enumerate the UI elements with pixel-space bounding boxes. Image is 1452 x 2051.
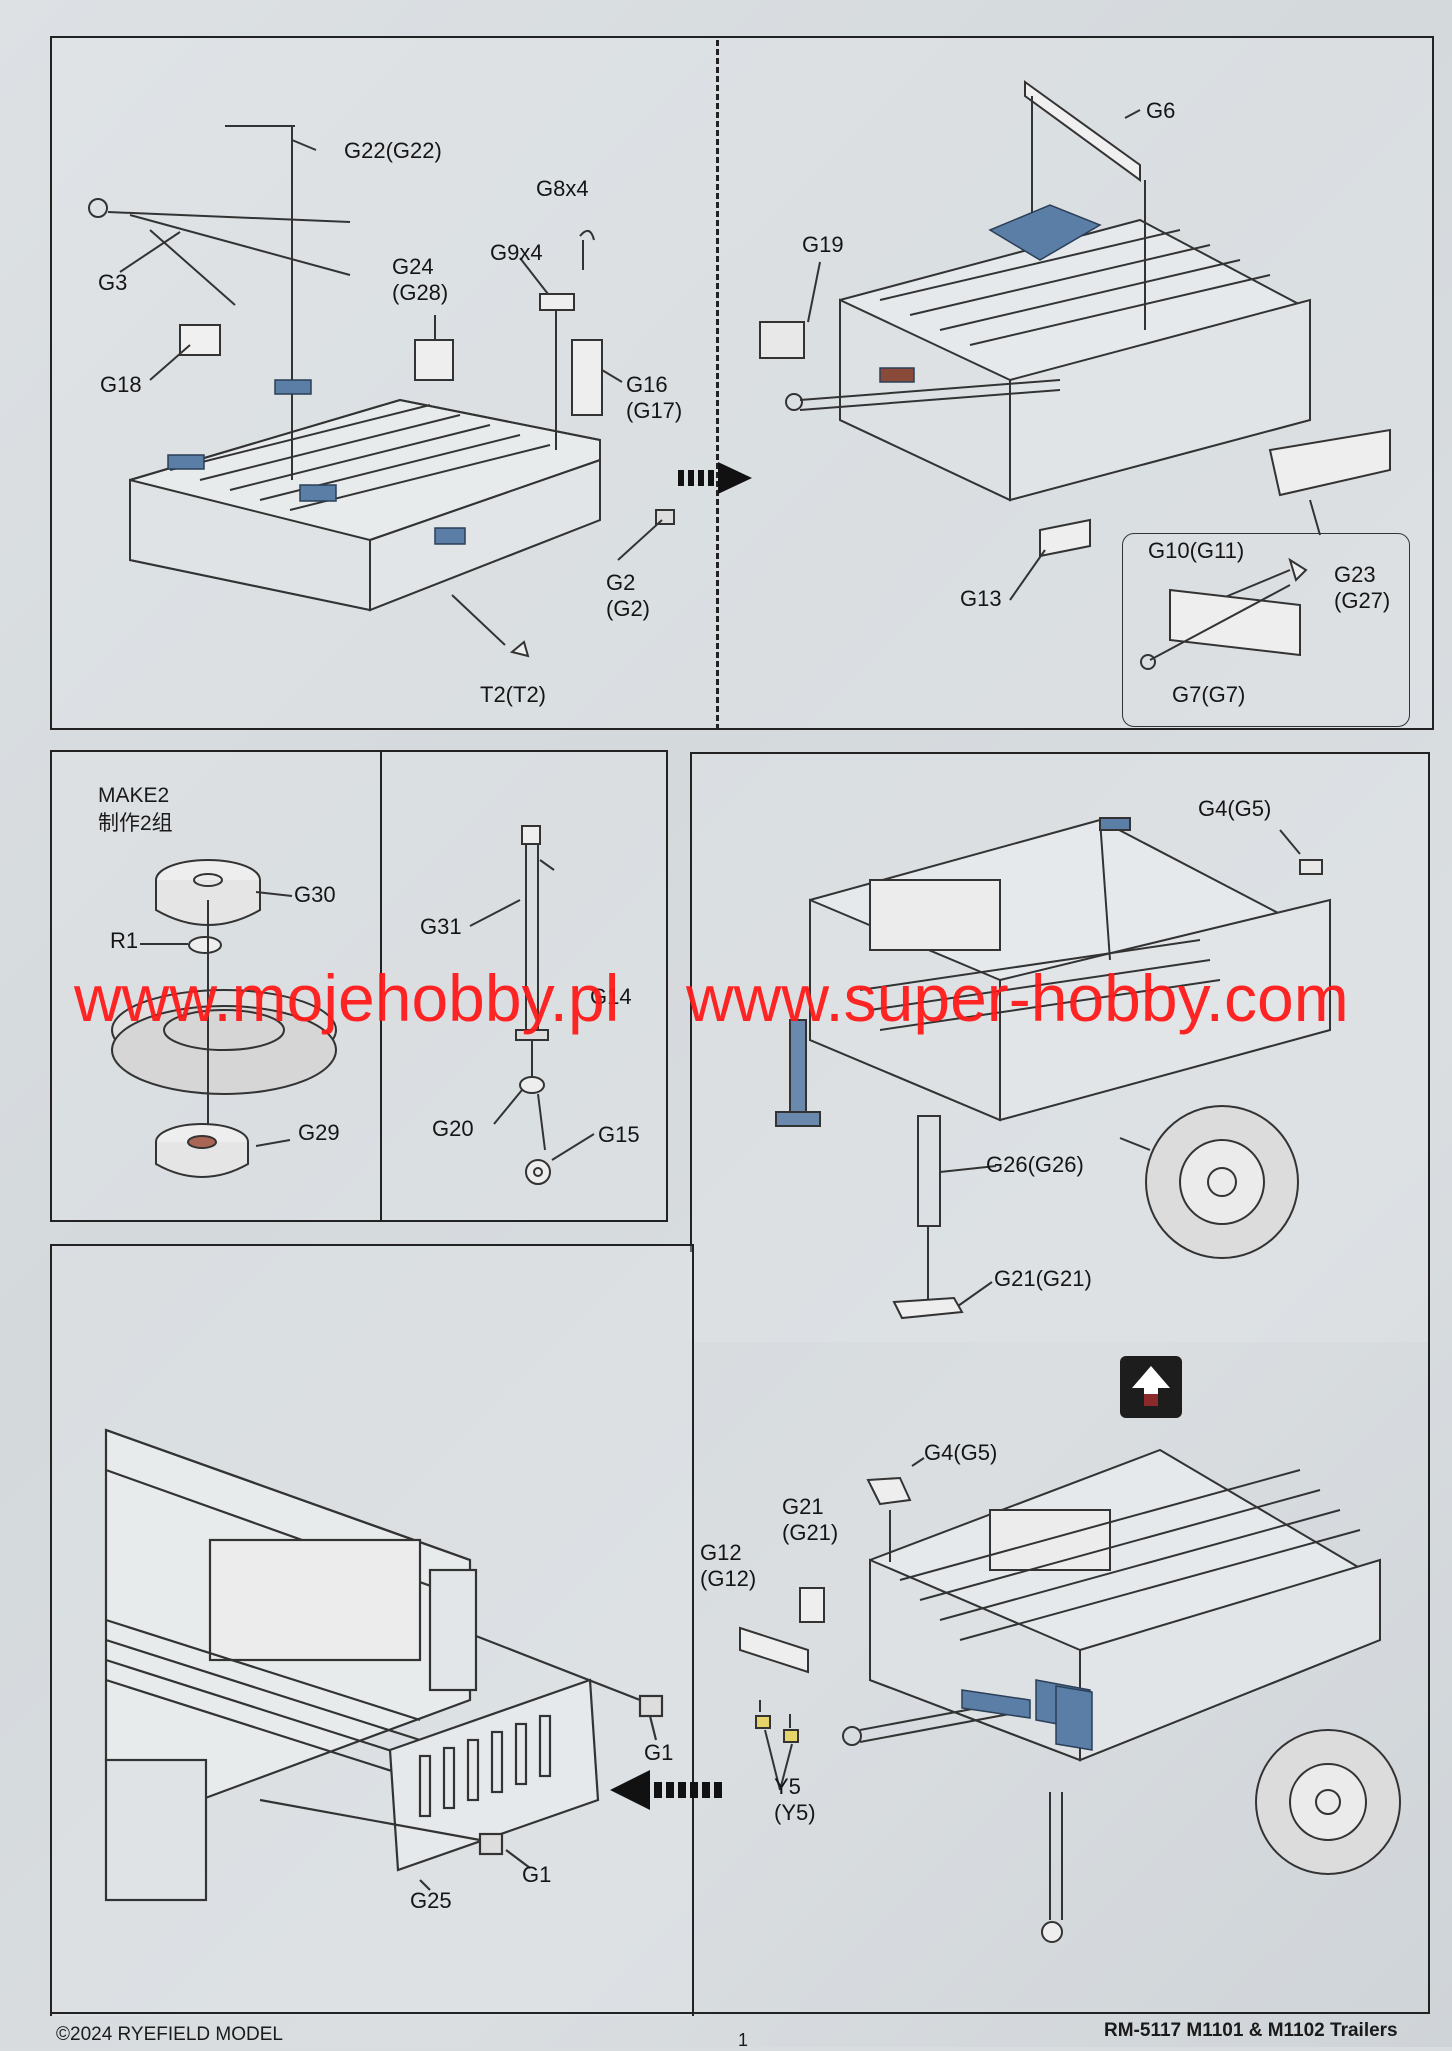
- part-label-g4-step6: G4(G5): [924, 1440, 998, 1465]
- part-label-g22: G22(G22): [344, 138, 442, 163]
- step3-step4-panel: [50, 750, 668, 1222]
- part-label-g21-step6: G21 (G21): [782, 1494, 839, 1545]
- part-label-g10: G10(G11): [1148, 538, 1245, 563]
- part-label-g20: G20: [432, 1116, 474, 1141]
- part-label-g23: G23 (G27): [1334, 562, 1391, 613]
- part-label-g8: G8x4: [536, 176, 589, 201]
- arrow-left-icon: [610, 1770, 722, 1810]
- part-label-y5: Y5 (Y5): [774, 1774, 816, 1825]
- arrow-right-icon: [678, 462, 752, 494]
- detail-inset-g10: [1122, 533, 1410, 727]
- part-label-g14: G14: [590, 984, 632, 1009]
- part-label-g26: G26(G26): [986, 1152, 1084, 1177]
- step3-divider: [380, 750, 382, 1220]
- copyright-text: ©2024 RYEFIELD MODEL: [56, 2024, 283, 2045]
- step5-left-border: [690, 752, 692, 1252]
- part-label-g3: G3: [98, 270, 128, 295]
- watermark-left: www.mojehobby.pl: [74, 961, 620, 1035]
- part-label-g7: G7(G7): [1172, 682, 1246, 707]
- part-label-g29: G29: [298, 1120, 340, 1145]
- make-two-note: MAKE2 制作2组: [98, 784, 173, 835]
- right-edge-border: [1428, 752, 1430, 2014]
- part-label-g24: G24 (G28): [392, 254, 449, 305]
- part-label-g16: G16 (G17): [626, 372, 683, 423]
- product-title: RM-5117 M1101 & M1102 Trailers: [1104, 2020, 1398, 2041]
- step5-top-border: [690, 752, 1428, 754]
- part-label-g1-lower: G1: [522, 1862, 552, 1887]
- part-label-g1-upper: G1: [644, 1740, 674, 1765]
- step-divider-dashed: [716, 40, 719, 730]
- part-label-g25: G25: [410, 1888, 452, 1913]
- part-label-g13: G13: [960, 586, 1002, 611]
- part-label-g31: G31: [420, 914, 462, 939]
- page-number: 1: [738, 2030, 749, 2050]
- part-label-g19: G19: [802, 232, 844, 257]
- bottom-border: [50, 2012, 1430, 2014]
- part-label-t2: T2(T2): [480, 682, 546, 707]
- part-label-g6: G6: [1146, 98, 1176, 123]
- watermark-right: www.super-hobby.com: [686, 961, 1349, 1035]
- part-label-g2: G2 (G2): [606, 570, 650, 621]
- up-arrow-icon: [1120, 1356, 1182, 1418]
- part-label-g18: G18: [100, 372, 142, 397]
- part-label-g30: G30: [294, 882, 336, 907]
- part-label-g12: G12 (G12): [700, 1540, 757, 1591]
- part-label-g4-step5: G4(G5): [1198, 796, 1272, 821]
- part-label-g21-step5: G21(G21): [994, 1266, 1092, 1291]
- part-label-r1: R1: [110, 928, 139, 953]
- part-label-g15: G15: [598, 1122, 640, 1147]
- part-label-g9: G9x4: [490, 240, 543, 265]
